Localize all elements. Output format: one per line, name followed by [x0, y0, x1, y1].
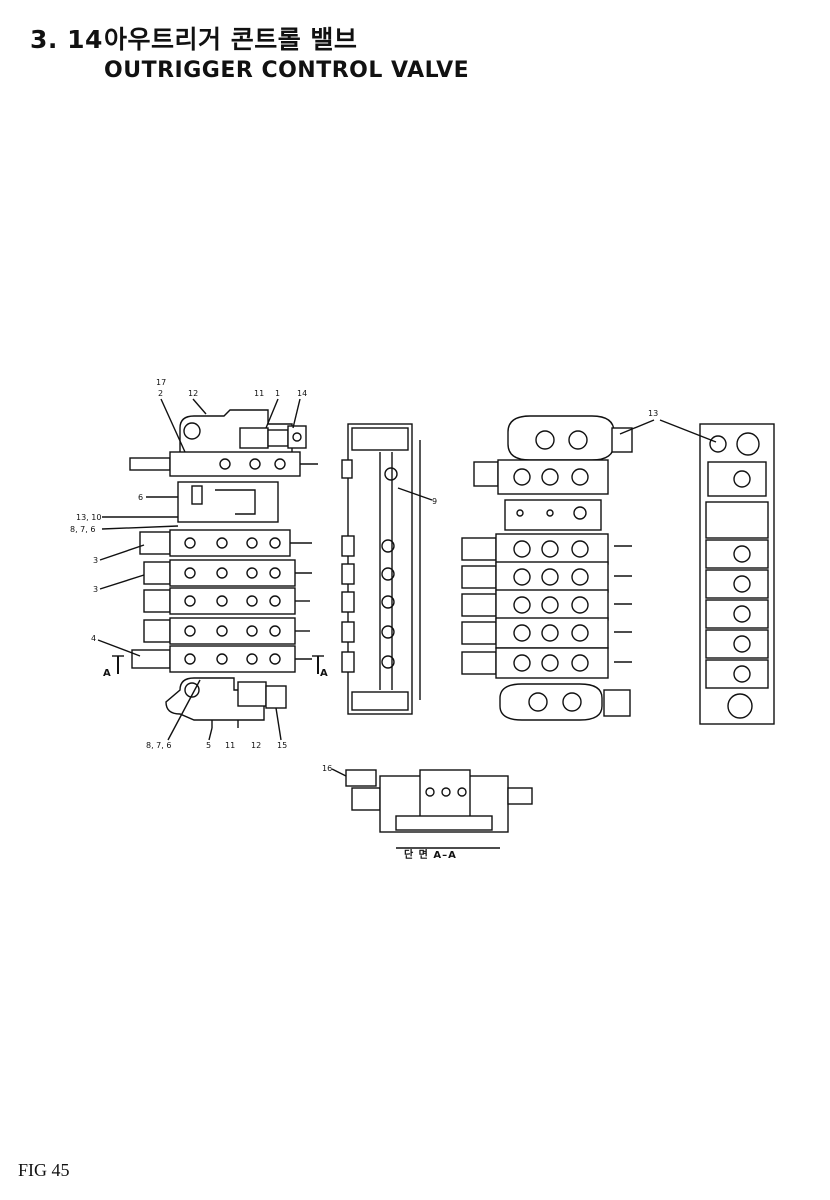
callout-11-top: 11 [254, 389, 264, 398]
figure-label: FIG 45 [18, 1160, 70, 1180]
callout-9: 9 [432, 497, 437, 506]
section-title-korean: 3. 14아우트리거 콘트롤 밸브 [30, 20, 357, 56]
front-view-assembly [112, 409, 324, 728]
section-title-english: OUTRIGGER CONTROL VALVE [104, 58, 470, 83]
view1-callouts: 17 2 12 11 1 14 6 13, 10 8, 7, 6 3 3 4 A… [70, 378, 329, 750]
callout-15: 15 [277, 741, 287, 750]
side-view-assembly: 9 [341, 423, 437, 715]
callout-3a: 3 [93, 556, 98, 565]
section-a-a-view: 16 단 면 A–A [322, 764, 533, 861]
callout-5: 5 [206, 741, 211, 750]
callout-14: 14 [297, 389, 307, 398]
title-korean-text: 아우트리거 콘트롤 밸브 [104, 25, 358, 54]
callout-12-bot: 12 [251, 741, 261, 750]
callout-8-7-6-top: 8, 7, 6 [70, 525, 95, 534]
callout-17: 17 [156, 378, 166, 387]
spool-section-rows [131, 529, 312, 673]
callout-4: 4 [91, 634, 96, 643]
callout-3b: 3 [93, 585, 98, 594]
section-view-label: 단 면 A–A [404, 848, 457, 861]
end-view-assembly: 13 [619, 409, 775, 725]
callout-13-10: 13, 10 [76, 513, 101, 522]
top-view-sections [461, 533, 609, 679]
section-number: 3. 14 [30, 25, 103, 54]
callout-16: 16 [322, 764, 332, 773]
top-view-assembly [461, 415, 633, 721]
callout-11-bot: 11 [225, 741, 235, 750]
callout-8-7-6-bot: 8, 7, 6 [146, 741, 171, 750]
section-marker-right: A [320, 668, 329, 679]
section-marker-left: A [103, 668, 112, 679]
callout-13-right: 13 [648, 409, 658, 418]
callout-1: 1 [275, 389, 280, 398]
callout-6: 6 [138, 493, 143, 502]
callout-2: 2 [158, 389, 163, 398]
callout-12-top: 12 [188, 389, 198, 398]
